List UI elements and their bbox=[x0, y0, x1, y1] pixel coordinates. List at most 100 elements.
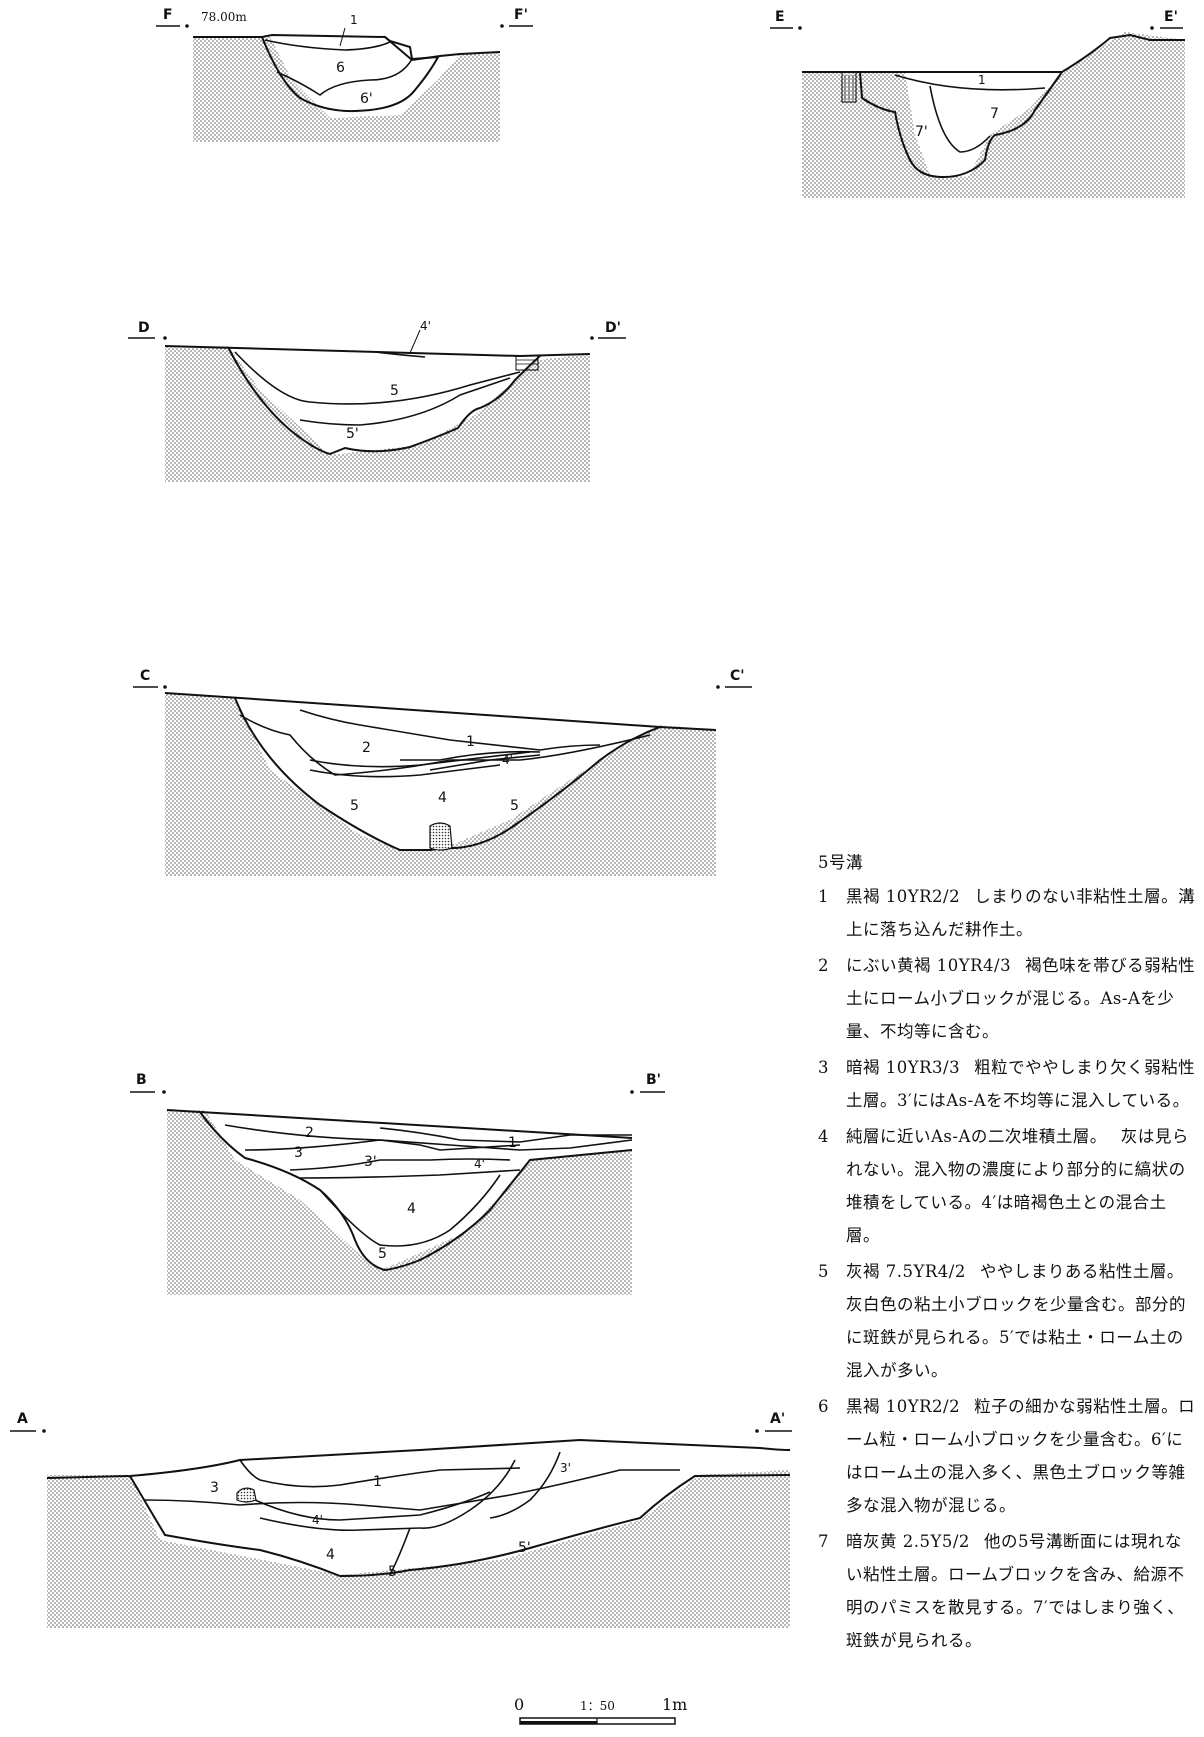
ground-surface bbox=[193, 33, 501, 62]
soil-ground bbox=[193, 37, 500, 142]
section-start-label: E bbox=[775, 9, 785, 25]
soil-ground bbox=[165, 693, 716, 876]
layer-label: 5 bbox=[390, 383, 399, 399]
legend-code: 黒褐 10YR2/2 bbox=[846, 1397, 961, 1416]
layer-boundary bbox=[276, 58, 413, 96]
legend-text: 褐色味を帯びる弱粘性土にローム小ブロックが混じる。As-Aを少量、不均等に含む。 bbox=[846, 956, 1196, 1041]
layer-label: 3' bbox=[364, 1154, 377, 1170]
layer-label: 4' bbox=[474, 1157, 485, 1171]
layer-boundary bbox=[239, 1459, 521, 1488]
section-end-label: A' bbox=[770, 1411, 785, 1427]
section-end-label: C' bbox=[730, 668, 745, 684]
layer-boundary bbox=[264, 39, 391, 51]
section-f bbox=[193, 27, 501, 142]
soil-ground bbox=[167, 1110, 632, 1295]
scale-bar bbox=[519, 1717, 676, 1725]
layer-label: 6 bbox=[336, 60, 345, 76]
section-end-label: E' bbox=[1164, 9, 1178, 25]
layer-label: 4' bbox=[420, 319, 431, 333]
section-start-label: D bbox=[138, 320, 150, 336]
layer-label: 3 bbox=[294, 1145, 303, 1161]
layer-label: 6' bbox=[360, 91, 373, 107]
layer-boundary bbox=[400, 750, 541, 761]
layer-label: 5 bbox=[350, 798, 359, 814]
layer-label: 3 bbox=[210, 1480, 219, 1496]
soil-ground bbox=[47, 1470, 790, 1628]
layer-label: 4 bbox=[407, 1201, 416, 1217]
section-marker bbox=[133, 685, 752, 689]
legend-number: 1 bbox=[818, 887, 829, 906]
section-d bbox=[164, 329, 591, 482]
layer-label: 1 bbox=[978, 73, 986, 87]
legend-title: 5号溝 bbox=[818, 853, 863, 872]
pit-outline bbox=[261, 36, 440, 113]
scale-length: 1m bbox=[662, 1695, 687, 1714]
section-a bbox=[46, 1438, 791, 1628]
legend-text: 粗粒でややしまり欠く弱粘性土層。3′にはAs-Aを不均等に混入している。 bbox=[846, 1058, 1196, 1110]
layer-label: 7 bbox=[990, 106, 999, 122]
layer-boundary bbox=[234, 351, 521, 405]
layer-boundary bbox=[319, 1174, 501, 1247]
layer-label: 3' bbox=[560, 1461, 571, 1475]
legend-text: しまりのない非粘性土層。溝上に落ち込んだ耕作土。 bbox=[846, 887, 1196, 939]
section-end-label: B' bbox=[646, 1072, 661, 1088]
pit-outline bbox=[129, 1474, 791, 1578]
layer-boundary bbox=[144, 1469, 680, 1511]
layer-boundary bbox=[894, 74, 1046, 91]
hatched-block bbox=[515, 355, 539, 371]
section-start-label: C bbox=[140, 668, 150, 684]
legend-number: 6 bbox=[818, 1397, 829, 1416]
scale-zero: 0 bbox=[514, 1695, 524, 1714]
layer-boundary bbox=[299, 709, 601, 751]
pit-outline bbox=[859, 71, 1063, 179]
layer-boundary bbox=[239, 714, 651, 776]
layer-boundary bbox=[244, 1139, 521, 1151]
layer-label: 5' bbox=[346, 426, 359, 442]
layer-boundary bbox=[299, 377, 511, 426]
legend-number: 5 bbox=[818, 1262, 829, 1281]
layer-boundary bbox=[299, 1169, 521, 1179]
legend-number: 4 bbox=[818, 1127, 829, 1146]
legend-text: 他の5号溝断面には現れない粘性土層。ロームブロックを含み、給源不明のパミスを散見… bbox=[846, 1532, 1185, 1650]
section-end-label: D' bbox=[605, 320, 621, 336]
layer-boundary bbox=[289, 1158, 511, 1171]
scale-ratio: 1：50 bbox=[580, 1699, 615, 1713]
pit-outline bbox=[234, 697, 661, 851]
pit-outline bbox=[199, 1111, 633, 1272]
ground-surface bbox=[802, 33, 1185, 73]
legend-text: 粒子の細かな弱粘性土層。ローム粒・ローム小ブロックを少量含む。6′にはローム土の… bbox=[846, 1397, 1196, 1515]
section-c bbox=[164, 692, 717, 876]
soil-ground bbox=[165, 346, 590, 482]
layer-boundary bbox=[419, 1459, 516, 1529]
layer-boundary bbox=[929, 85, 991, 153]
section-marker bbox=[128, 336, 626, 340]
ground-surface bbox=[166, 1109, 633, 1139]
layer-label: 5' bbox=[518, 1540, 531, 1556]
legend-number: 2 bbox=[818, 956, 829, 975]
layer-boundary bbox=[309, 751, 531, 768]
layer-label: 4' bbox=[502, 753, 513, 767]
layer-label: 5 bbox=[388, 1564, 397, 1580]
layer-label: 1 bbox=[350, 13, 358, 27]
layer-boundary bbox=[489, 1451, 561, 1519]
legend-entry: 4 純層に近いAs-Aの二次堆積土層。灰は見られない。混入物の濃度により部分的に… bbox=[818, 1120, 1196, 1252]
legend-text: 灰は見られない。混入物の濃度により部分的に縞状の堆積をしている。4′は暗褐色土と… bbox=[846, 1127, 1189, 1245]
layer-label: 4 bbox=[326, 1547, 335, 1563]
legend-code: 純層に近いAs-Aの二次堆積土層。 bbox=[846, 1127, 1107, 1146]
section-start-label: B bbox=[136, 1072, 147, 1088]
section-marker bbox=[10, 1429, 792, 1433]
layer-label: 1 bbox=[373, 1474, 382, 1490]
layer-label: 4 bbox=[438, 790, 447, 806]
section-marker bbox=[156, 24, 533, 28]
layer-label: 5 bbox=[510, 798, 519, 814]
layer-boundary bbox=[374, 351, 426, 358]
layer-boundary bbox=[254, 1491, 491, 1521]
section-start-label: A bbox=[17, 1411, 28, 1427]
legend-code: 黒褐 10YR2/2 bbox=[846, 887, 961, 906]
